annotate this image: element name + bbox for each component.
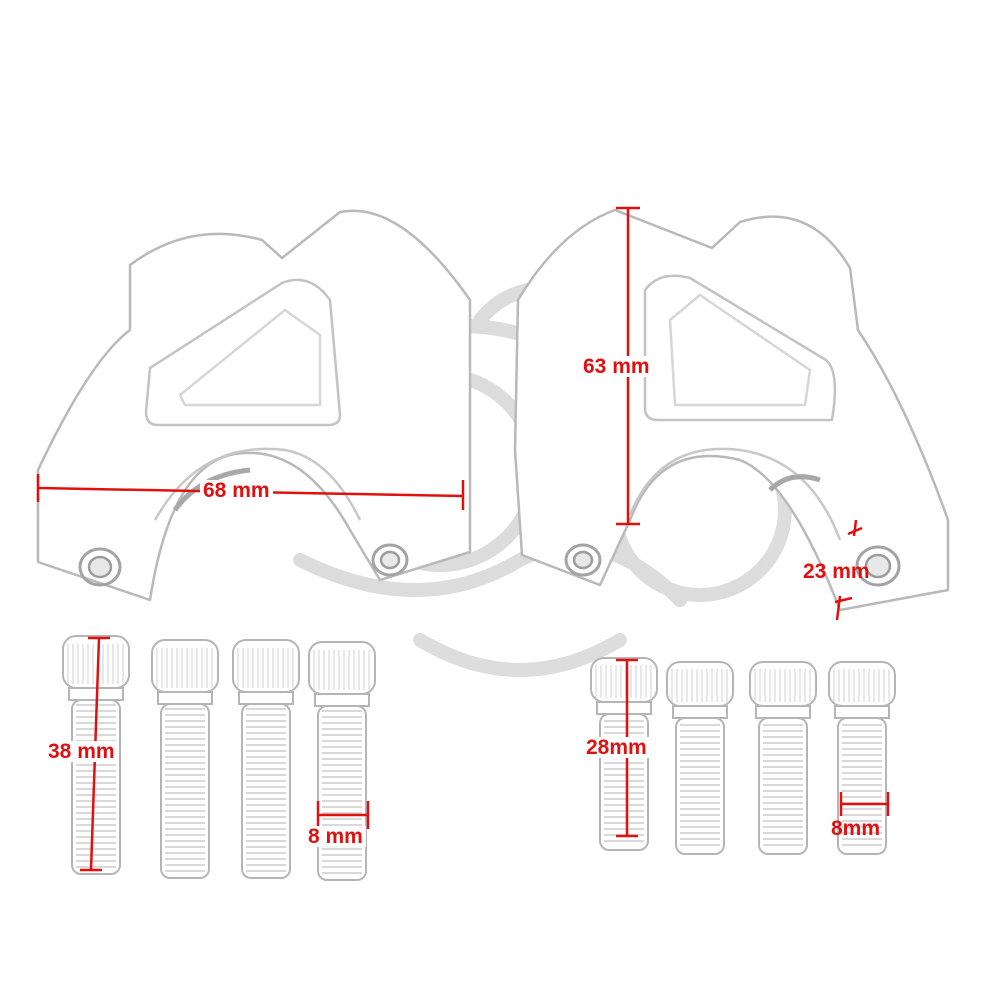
left-riser-clamp (36, 209, 472, 602)
short-bolt-2 (666, 661, 734, 855)
long-bolt-thread-label: 8 mm (305, 826, 366, 847)
riser-depth-label: 23 mm (803, 560, 870, 583)
long-bolt-2 (151, 639, 219, 879)
right-riser-clamp (513, 208, 950, 612)
short-bolt-length-label: 28mm (583, 737, 650, 758)
short-bolt-thread-label: 8mm (831, 817, 881, 840)
long-bolt-length-label: 38 mm (45, 741, 118, 762)
short-bolt-3 (749, 661, 817, 855)
long-bolt-3 (232, 639, 300, 879)
riser-width-label: 68 mm (200, 480, 273, 501)
riser-height-label: 63 mm (580, 356, 653, 377)
